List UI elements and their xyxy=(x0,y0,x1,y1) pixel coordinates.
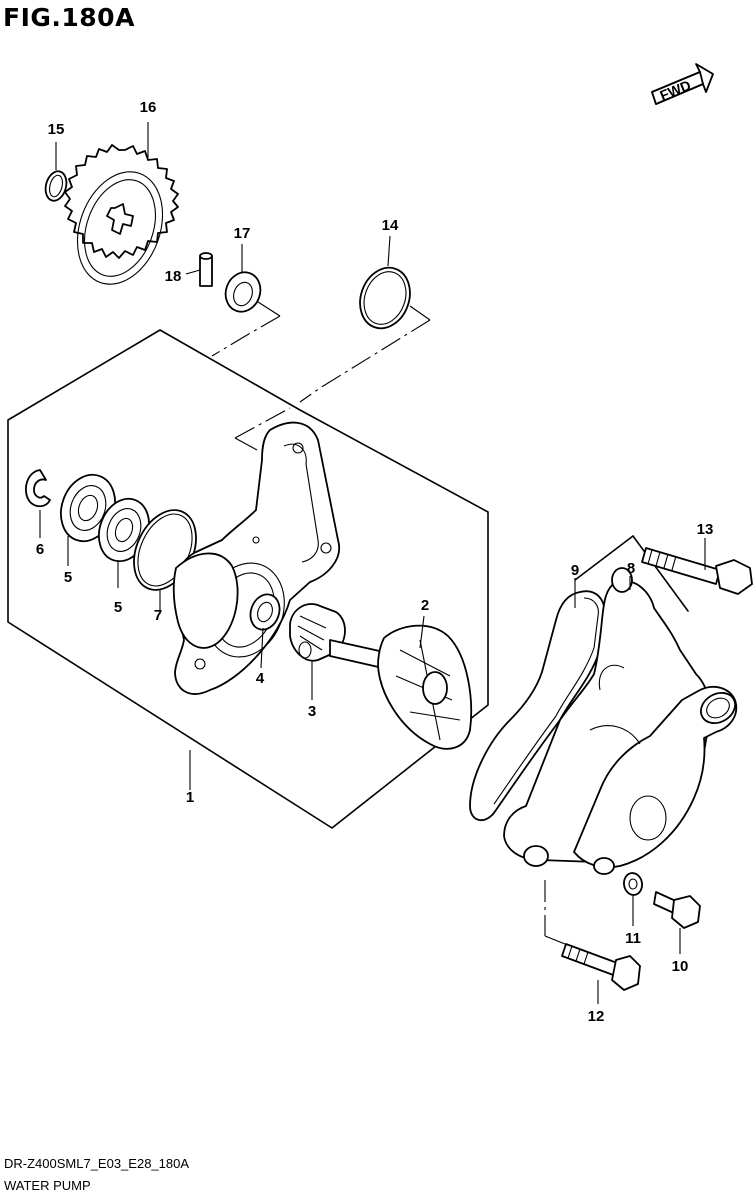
oil-seal-4 xyxy=(249,593,281,631)
assembly-box xyxy=(7,329,489,829)
callout-10: 10 xyxy=(672,958,689,975)
washer-17 xyxy=(224,271,262,313)
callout-7: 7 xyxy=(154,607,162,624)
diagram-subtitle: WATER PUMP xyxy=(4,1178,91,1193)
callout-1: 1 xyxy=(186,789,194,806)
impeller-shaft-2 xyxy=(329,624,473,750)
washer-11 xyxy=(623,872,643,896)
bolt-13 xyxy=(641,547,753,595)
callout-3: 3 xyxy=(308,703,316,720)
callout-2: 2 xyxy=(421,597,429,614)
callout-5a: 5 xyxy=(64,569,72,586)
cover-box xyxy=(574,535,689,612)
fwd-label: FWD xyxy=(657,77,693,104)
callout-6: 6 xyxy=(36,541,44,558)
fwd-arrow-icon: FWD xyxy=(651,63,714,105)
figure-title: FIG.180A xyxy=(3,3,135,32)
callout-13: 13 xyxy=(697,521,714,538)
callout-9: 9 xyxy=(571,562,579,579)
callout-14: 14 xyxy=(382,217,399,234)
callout-16: 16 xyxy=(140,99,157,116)
alignment-lines xyxy=(211,301,566,945)
bolt-12 xyxy=(561,943,641,991)
pump-cover-8 xyxy=(503,567,738,875)
callout-17: 17 xyxy=(234,225,251,242)
bolt-10 xyxy=(653,891,701,929)
callout-12: 12 xyxy=(588,1008,605,1025)
dowel-pin-18 xyxy=(199,252,213,287)
callout-18: 18 xyxy=(165,268,182,285)
sprocket-gear xyxy=(64,144,179,285)
callout-15: 15 xyxy=(48,121,65,138)
circlip-15 xyxy=(44,170,68,202)
callout-8: 8 xyxy=(627,560,635,577)
e-clip-6 xyxy=(25,469,51,508)
callout-numbers: 16 15 18 17 14 6 5 5 7 4 3 2 1 9 8 13 11… xyxy=(36,99,714,1025)
leader-lines xyxy=(39,122,706,1004)
callout-4: 4 xyxy=(256,670,265,687)
pump-housing xyxy=(172,421,341,695)
model-code: DR-Z400SML7_E03_E28_180A xyxy=(4,1156,190,1171)
callout-5b: 5 xyxy=(114,599,122,616)
o-ring-14 xyxy=(359,266,411,330)
callout-11: 11 xyxy=(625,930,641,947)
